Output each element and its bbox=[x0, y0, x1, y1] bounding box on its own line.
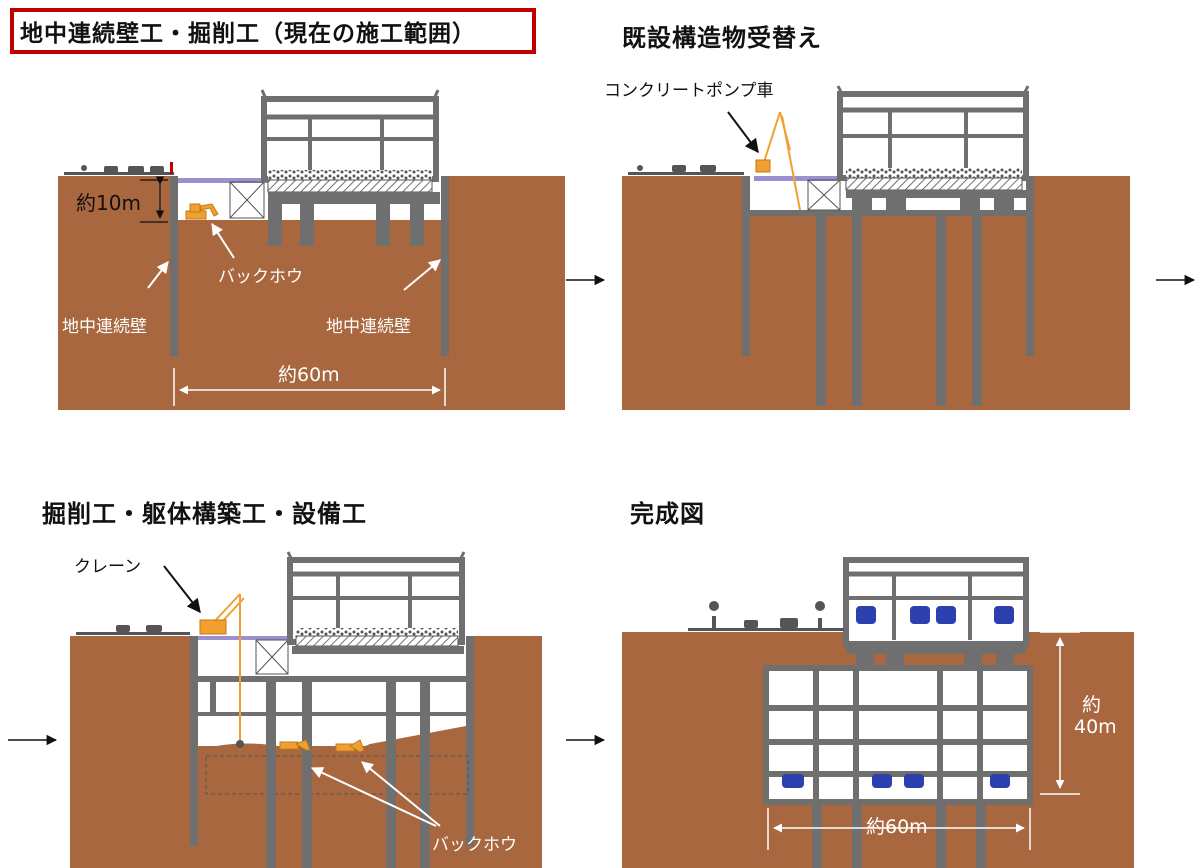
width-label-2: 約60m bbox=[866, 816, 928, 838]
panel-title-construction: 掘削工・躯体構築工・設備工 bbox=[42, 500, 367, 528]
backhoe-label-2: バックホウ bbox=[432, 835, 517, 855]
depth-label-2-line1: 約 bbox=[1082, 694, 1102, 716]
backhoe-label: バックホウ bbox=[218, 267, 303, 287]
depth-label: 約10m bbox=[76, 191, 141, 215]
pump-truck-label: コンクリートポンプ車 bbox=[604, 81, 774, 101]
surface-traffic bbox=[64, 165, 174, 175]
diaphragm-wall-right bbox=[441, 176, 449, 356]
panel-replacement bbox=[622, 85, 1130, 410]
depth-dimension bbox=[140, 176, 168, 223]
panel-excavation bbox=[58, 89, 565, 410]
crane-label: クレーン bbox=[74, 557, 142, 577]
wall-right-label: 地中連続壁 bbox=[326, 317, 411, 337]
foundation-piles bbox=[816, 216, 982, 406]
depth-label-2-line2: 40m bbox=[1074, 716, 1117, 738]
road-deck bbox=[178, 178, 268, 183]
wall-left-label: 地中連続壁 bbox=[62, 317, 147, 337]
step-arrows bbox=[8, 274, 1196, 746]
width-label: 約60m bbox=[278, 364, 340, 386]
panel-title-excavation: 地中連続壁工・掘削工（現在の施工範囲） bbox=[10, 8, 536, 54]
panel-title-replacement: 既設構造物受替え bbox=[622, 24, 822, 52]
pump-truck bbox=[763, 111, 801, 211]
diaphragm-wall-left bbox=[170, 176, 178, 356]
subway-trains bbox=[782, 774, 1010, 788]
panel-construction bbox=[70, 551, 542, 868]
station-structure bbox=[260, 89, 440, 246]
panel-title-complete: 完成図 bbox=[630, 500, 705, 528]
panel-complete bbox=[622, 557, 1134, 868]
backhoe-machine bbox=[185, 203, 219, 220]
